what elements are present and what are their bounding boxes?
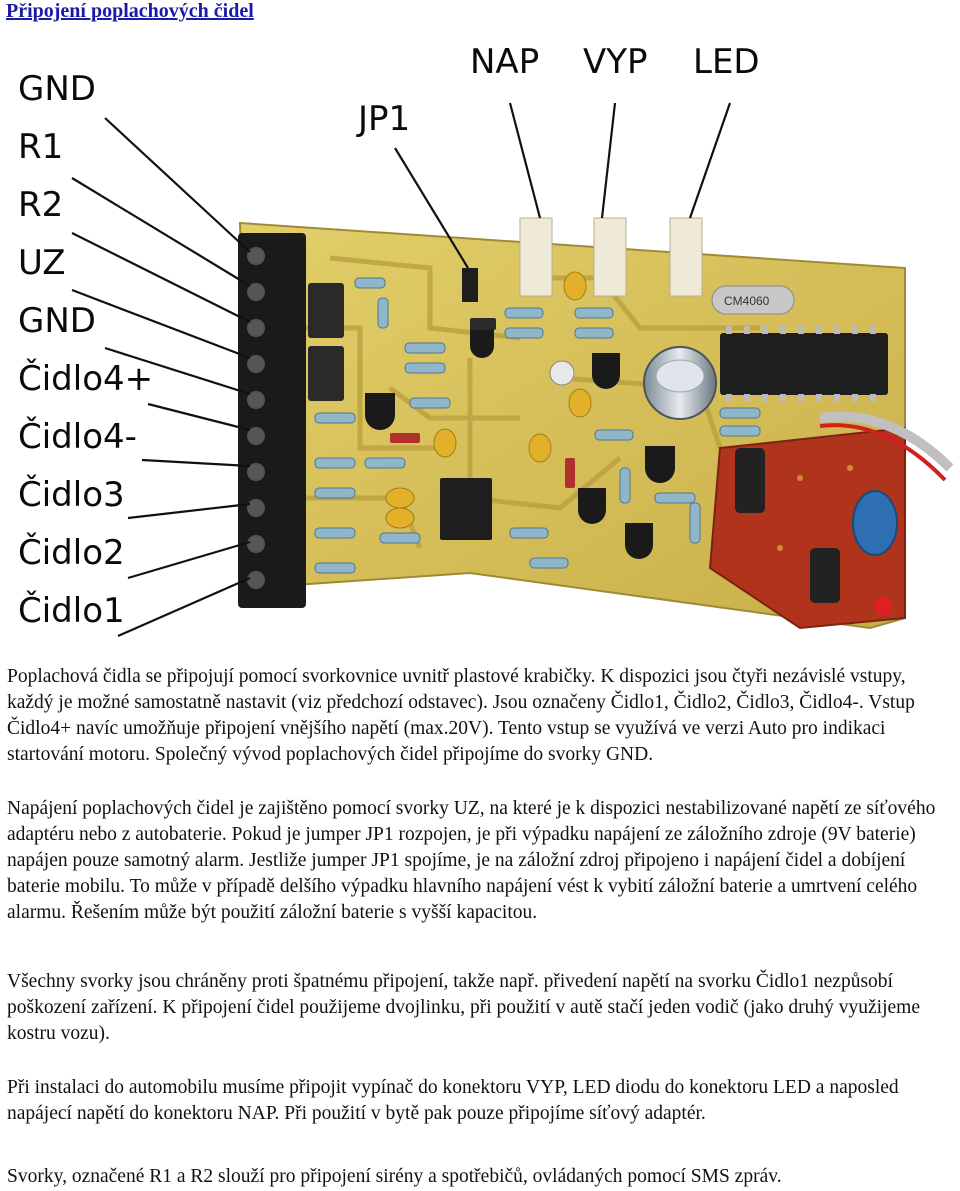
label-nap: NAP xyxy=(470,42,539,82)
trimmer xyxy=(549,360,575,386)
label-uz: UZ xyxy=(18,243,66,283)
ceramic-capacitors xyxy=(385,271,592,529)
paragraph-3: Všechny svorky jsou chráněny proti špatn… xyxy=(7,971,920,1044)
connectors xyxy=(519,217,703,297)
microcontroller-ic xyxy=(720,333,888,395)
label-vyp: VYP xyxy=(583,42,648,82)
red-led xyxy=(874,597,892,615)
blue-inductor xyxy=(852,490,898,556)
label-r1: R1 xyxy=(18,127,63,167)
paragraph-4: Při instalaci do automobilu musíme připo… xyxy=(7,1077,899,1124)
label-cidlo1: Čidlo1 xyxy=(18,590,125,631)
ic-marking: CM4060 xyxy=(724,294,770,308)
resistors xyxy=(314,277,761,574)
crystal xyxy=(711,285,795,315)
label-cidlo2: Čidlo2 xyxy=(18,532,125,573)
label-cidlo3: Čidlo3 xyxy=(18,474,125,515)
pointer-arrows xyxy=(71,102,732,638)
label-gnd-1: GND xyxy=(18,69,96,109)
page-title: Připojení poplachových čidel xyxy=(6,0,254,22)
label-led: LED xyxy=(693,42,760,82)
circuit-board-photo: GND R1 R2 UZ GND Čidlo4+ Čidlo4- Čidlo3 … xyxy=(18,42,954,638)
small-ic xyxy=(440,478,492,540)
terminal-screws xyxy=(247,247,265,589)
paragraph-5: Svorky, označené R1 a R2 slouží pro přip… xyxy=(7,1166,782,1187)
label-cidlo4-minus: Čidlo4- xyxy=(18,416,137,457)
label-jp1: JP1 xyxy=(356,99,410,139)
label-r2: R2 xyxy=(18,185,63,225)
diodes xyxy=(390,318,575,488)
label-cidlo4-plus: Čidlo4+ xyxy=(18,358,153,399)
jumper-jp1 xyxy=(462,268,478,302)
paragraph-2: Napájení poplachových čidel je zajištěno… xyxy=(7,798,936,923)
cable xyxy=(819,411,954,472)
transistors xyxy=(365,326,675,559)
paragraph-1: Poplachová čidla se připojují pomocí svo… xyxy=(7,666,915,765)
label-gnd-2: GND xyxy=(18,301,96,341)
